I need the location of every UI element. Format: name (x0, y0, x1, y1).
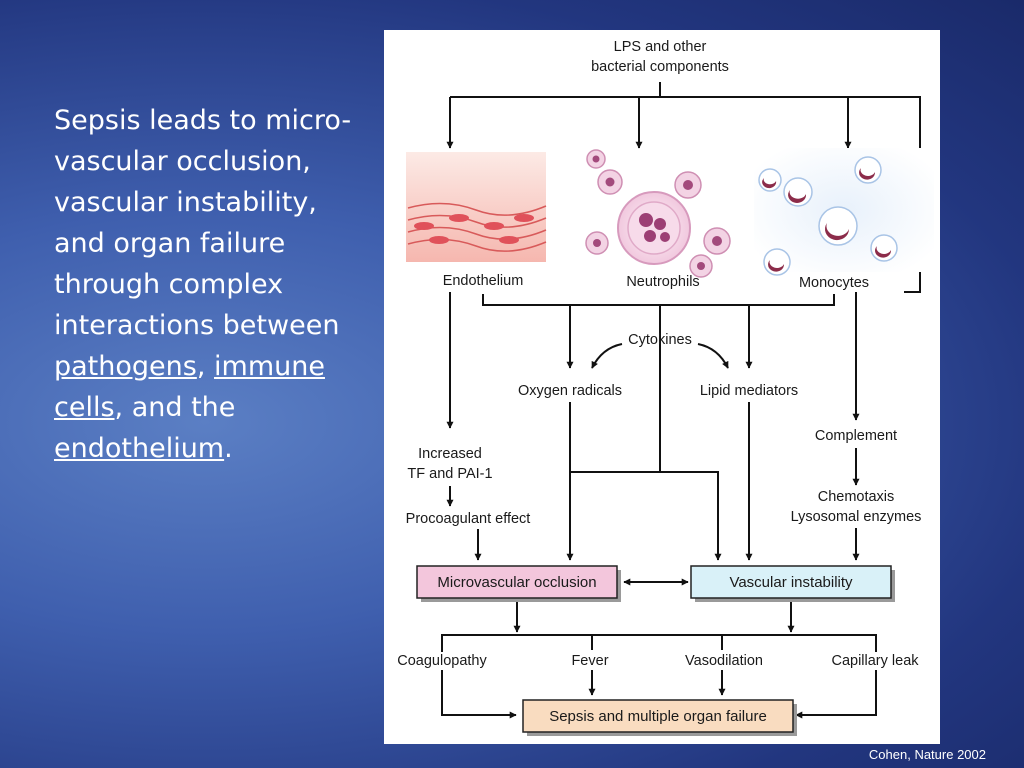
chemotaxis-label-line2: Lysosomal enzymes (791, 509, 922, 525)
chemotaxis-label-line1: Chemotaxis (818, 489, 895, 505)
coagulopathy-label: Coagulopathy (397, 653, 487, 669)
capillary-leak-label: Capillary leak (831, 653, 919, 669)
cytokines-arrows (591, 343, 729, 369)
bottom-connectors (441, 602, 877, 719)
sepsis-pathway-figure: LPS and other bacterial components Endot… (384, 30, 940, 744)
microvascular-occlusion-label: Microvascular occlusion (437, 574, 596, 591)
pathogens-link[interactable]: pathogens (54, 351, 197, 382)
vascular-instability-label: Vascular instability (729, 574, 853, 591)
body-text-end: . (224, 433, 233, 464)
increased-label-line1: Increased (418, 446, 482, 462)
cytokines-label: Cytokines (628, 332, 692, 348)
procoagulant-label: Procoagulant effect (406, 511, 531, 527)
vascular-instability-box: Vascular instability (690, 565, 895, 602)
vascular-box-fill (690, 565, 892, 599)
source-label-line1: LPS and other (614, 39, 707, 55)
neutrophils-illustration (585, 149, 731, 278)
immune-cells-link[interactable]: immune cells (54, 351, 325, 423)
body-text-intro: Sepsis leads to micro-vascular occlusion… (54, 105, 352, 341)
body-separator-2: , and the (114, 392, 236, 423)
pathway-diagram: LPS and other bacterial components Endot… (397, 39, 934, 736)
neutrophils-label: Neutrophils (626, 274, 699, 290)
endothelium-link[interactable]: endothelium (54, 433, 225, 464)
mid-connectors (474, 402, 860, 586)
endothelium-label: Endothelium (443, 273, 524, 289)
endothelium-illustration (406, 152, 547, 262)
outcome-box: Sepsis and multiple organ failure (522, 699, 797, 736)
increased-label-line2: TF and PAI-1 (407, 466, 492, 482)
source-label-line2: bacterial components (591, 59, 729, 75)
fever-label: Fever (571, 653, 608, 669)
monocytes-label: Monocytes (799, 275, 869, 291)
microvascular-occlusion-box: Microvascular occlusion (416, 565, 621, 602)
lipid-mediators-label: Lipid mediators (700, 383, 798, 399)
citation: Cohen, Nature 2002 (868, 747, 986, 762)
outcome-label: Sepsis and multiple organ failure (549, 708, 767, 725)
monocytes-illustration (754, 148, 934, 276)
microvascular-box-fill (416, 565, 618, 599)
cell-output-connectors (446, 292, 860, 472)
vasodilation-label: Vasodilation (685, 653, 763, 669)
outcome-box-fill (522, 699, 794, 733)
complement-label: Complement (815, 428, 897, 444)
oxygen-radicals-label: Oxygen radicals (518, 383, 622, 399)
body-separator-1: , (196, 351, 215, 382)
slide-body-text: Sepsis leads to micro-vascular occlusion… (54, 100, 364, 469)
